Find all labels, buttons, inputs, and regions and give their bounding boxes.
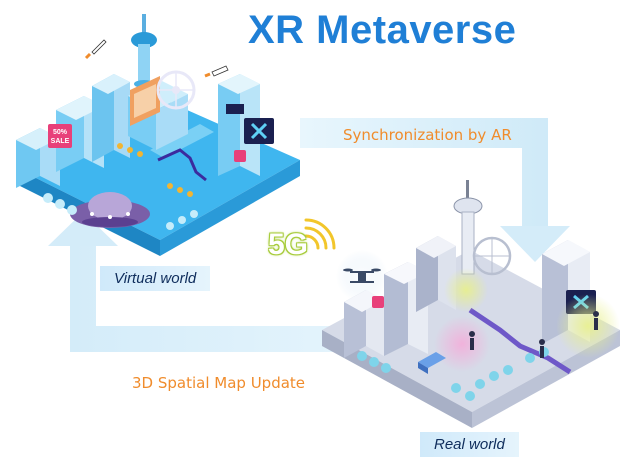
wifi-signal-icon: [304, 218, 336, 250]
radio-tower: [131, 14, 157, 88]
map-update-label: 3D Spatial Map Update: [132, 374, 306, 392]
virtual-lamps: [117, 143, 193, 197]
sale-sign: 50% SALE: [48, 124, 72, 148]
network-5g-label: 5G: [268, 228, 309, 261]
rocket-icon: [204, 65, 229, 78]
page-title: XR Metaverse: [248, 8, 517, 52]
ferris-wheel: [156, 70, 196, 110]
real-world-city: [322, 180, 620, 428]
xr-logo-icon: [250, 122, 268, 140]
sale-sign-line-1: 50%: [53, 129, 68, 136]
right-tower: [218, 74, 274, 176]
real-building-left: [344, 290, 384, 358]
virtual-world-label: Virtual world: [100, 266, 211, 291]
real-world-label: Real world: [420, 432, 519, 457]
drone-icon: [336, 250, 388, 302]
virtual-trees: [43, 193, 198, 230]
ufo-icon: [70, 192, 150, 228]
synchronization-label: Synchronization by AR: [343, 126, 512, 144]
tower-building: [92, 74, 130, 162]
car-icon: [418, 352, 446, 374]
ar-glow-green: [556, 294, 620, 358]
rocket-icon: [84, 39, 107, 60]
sale-sign-line-2: SALE: [51, 138, 70, 145]
real-people: [469, 311, 599, 358]
real-ferris-wheel: [472, 236, 512, 276]
virtual-world-city: 50% SALE: [16, 14, 300, 256]
ar-glow-green-2: [444, 268, 488, 312]
ar-glow-pink: [434, 316, 490, 372]
